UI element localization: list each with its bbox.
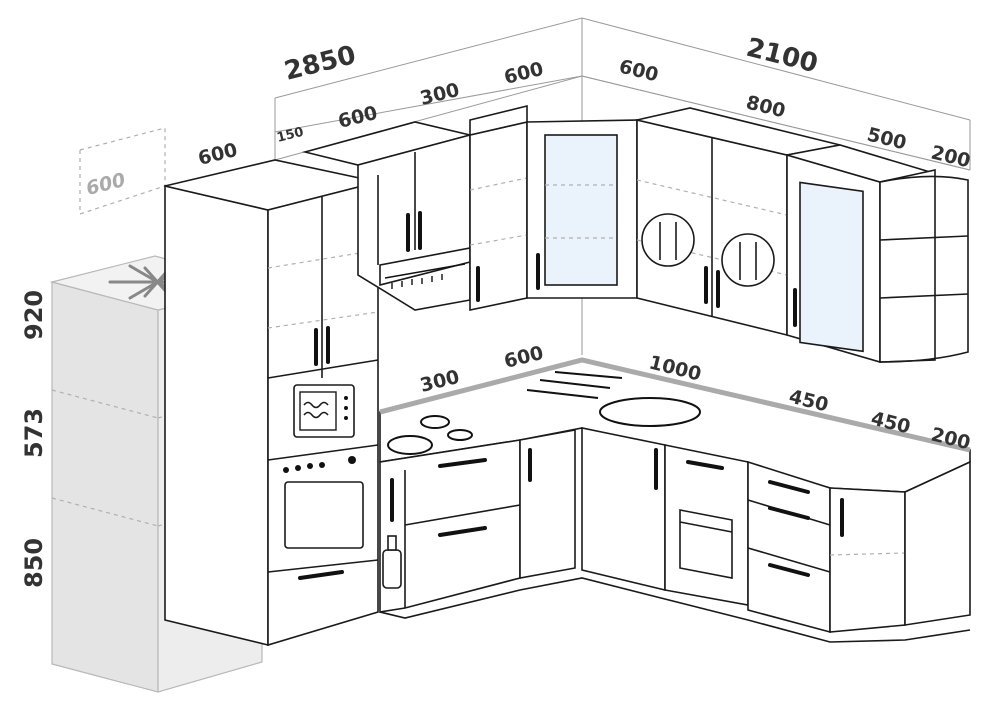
cutlery-icon bbox=[721, 233, 775, 287]
dim-counter-600: 600 bbox=[502, 342, 546, 373]
countertop bbox=[379, 357, 971, 493]
tall-unit bbox=[164, 159, 379, 647]
dim-gap-150: 150 bbox=[275, 125, 305, 146]
dim-height-850: 850 bbox=[20, 538, 48, 588]
sink-icon bbox=[526, 371, 701, 427]
hood-icon bbox=[384, 263, 466, 289]
dim-total-right: 2100 bbox=[743, 33, 820, 80]
dim-upper-500: 500 bbox=[865, 124, 909, 155]
dim-height-573: 573 bbox=[20, 408, 48, 458]
dim-total-left: 2850 bbox=[281, 40, 358, 87]
dishwasher-icon bbox=[679, 509, 733, 579]
hob-icon bbox=[387, 415, 473, 455]
dim-tall-unit: 600 bbox=[196, 139, 240, 170]
dim-upper-600: 600 bbox=[336, 102, 380, 133]
dim-fridge-ghost: 600 bbox=[84, 169, 128, 200]
dim-corner-right-600: 600 bbox=[617, 56, 661, 87]
bottle-icon bbox=[382, 535, 402, 589]
dim-upper-300: 300 bbox=[418, 79, 462, 110]
oven-icon bbox=[283, 456, 364, 580]
microwave-icon bbox=[293, 384, 355, 438]
lower-cabinets bbox=[379, 427, 971, 643]
dim-upper-800: 800 bbox=[744, 92, 788, 123]
dim-upper-200: 200 bbox=[929, 142, 973, 173]
cutlery-icon bbox=[641, 213, 695, 267]
upper-cabinets bbox=[301, 104, 969, 364]
dim-height-920: 920 bbox=[20, 290, 48, 340]
